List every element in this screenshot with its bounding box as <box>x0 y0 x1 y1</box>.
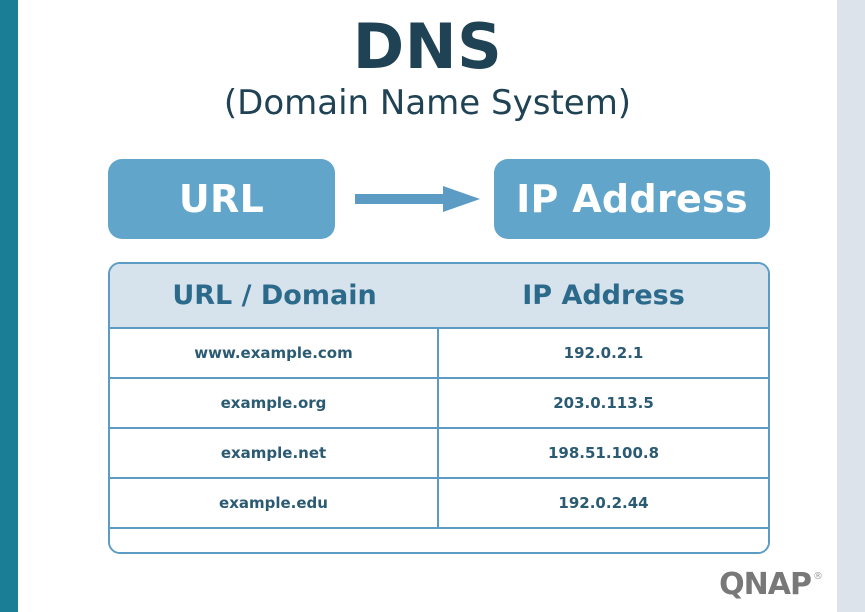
dns-mapping-table: URL / Domain IP Address www.example.com … <box>108 262 770 554</box>
table-header-row: URL / Domain IP Address <box>110 264 768 327</box>
column-header-domain: URL / Domain <box>172 280 377 311</box>
ip-address-pill-label: IP Address <box>516 177 748 221</box>
cell-domain: example.net <box>110 429 439 477</box>
url-pill: URL <box>108 159 335 239</box>
cell-domain: example.edu <box>110 479 439 527</box>
arrow-right-icon <box>355 186 480 212</box>
cell-ip: 203.0.113.5 <box>553 394 654 412</box>
registered-trademark-icon: ® <box>813 571 823 582</box>
left-accent-bar <box>0 0 18 612</box>
cell-ip: 192.0.2.44 <box>558 494 649 512</box>
dns-resolution-flow: URL IP Address <box>108 159 770 239</box>
page-subtitle: (Domain Name System) <box>223 83 632 124</box>
cell-ip: 192.0.2.1 <box>563 344 644 362</box>
column-header-ip: IP Address <box>522 280 685 311</box>
table-row: example.org 203.0.113.5 <box>110 377 768 427</box>
table-footer-strip <box>110 527 768 552</box>
table-row: example.net 198.51.100.8 <box>110 427 768 477</box>
page-title: DNS <box>352 10 503 83</box>
table-row: www.example.com 192.0.2.1 <box>110 327 768 377</box>
ip-address-pill: IP Address <box>494 159 770 239</box>
right-edge-strip <box>837 0 865 612</box>
qnap-logo: QNAP ® <box>719 570 823 600</box>
table-row: example.edu 192.0.2.44 <box>110 477 768 527</box>
url-pill-label: URL <box>178 177 265 221</box>
cell-domain: www.example.com <box>110 329 439 377</box>
cell-ip: 198.51.100.8 <box>547 444 660 462</box>
title-block: DNS (Domain Name System) <box>18 14 837 122</box>
cell-domain: example.org <box>110 379 439 427</box>
qnap-wordmark: QNAP <box>719 567 812 602</box>
